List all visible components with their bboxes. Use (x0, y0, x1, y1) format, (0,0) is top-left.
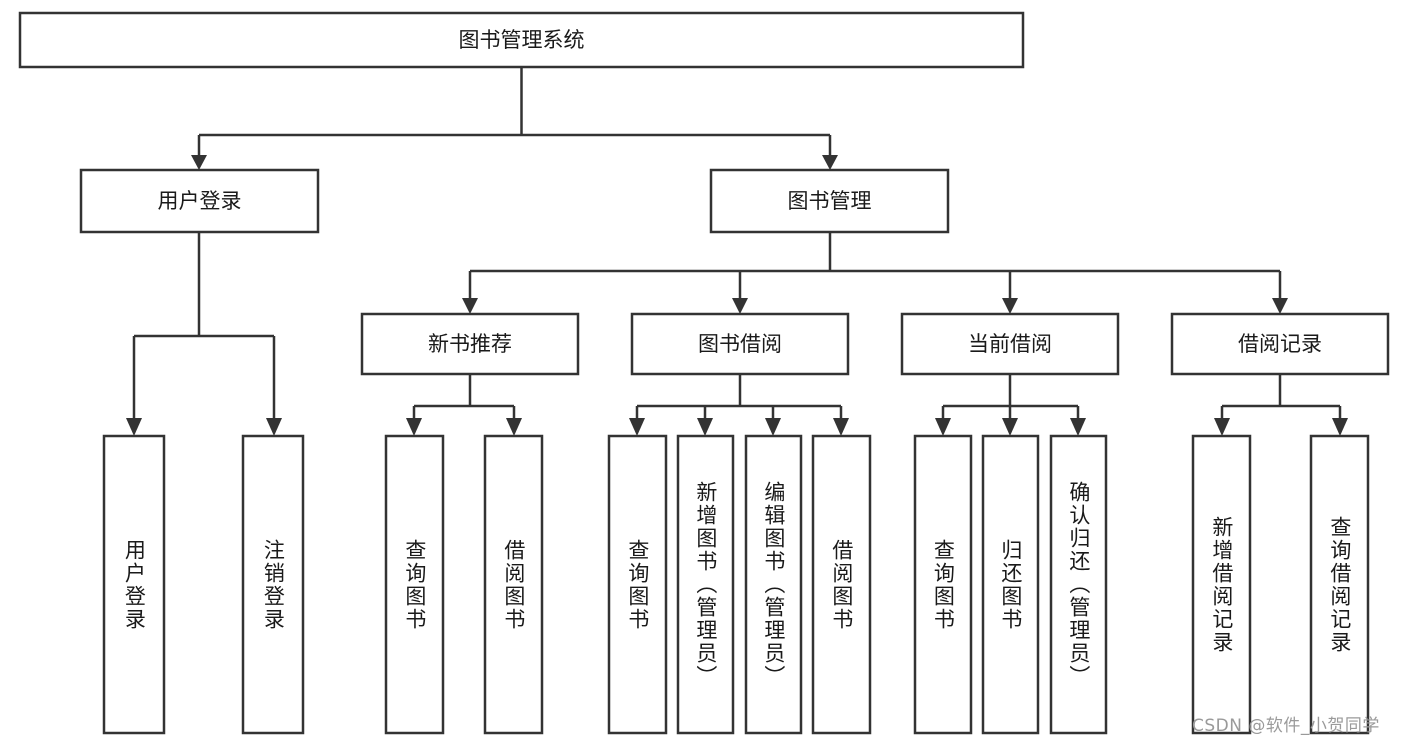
arrow-root-to-user-login-icon (191, 155, 207, 170)
node-book-manage-label: 图书管理 (788, 189, 872, 213)
node-leaf-confirm-return-box[interactable] (1049, 434, 1108, 735)
node-leaf-logout-login-box[interactable] (241, 434, 305, 735)
node-leaf-query-book-3-box[interactable] (913, 434, 973, 735)
node-current-borrow-box[interactable] (900, 312, 1120, 376)
arrow-bb-to-leaf1-icon (629, 418, 645, 436)
leaf-boxes (102, 434, 1370, 735)
node-book-borrow-box[interactable] (630, 312, 850, 376)
node-leaf-query-book-2-box[interactable] (607, 434, 668, 735)
node-borrow-record[interactable]: 借阅记录 (1170, 312, 1390, 376)
arrow-nbr-to-leaf1-icon (406, 418, 422, 436)
arrow-bb-to-leaf4-icon (833, 418, 849, 436)
node-leaf-query-book-1-box[interactable] (384, 434, 445, 735)
node-new-book-rec[interactable]: 新书推荐 (360, 312, 580, 376)
node-leaf-borrow-book-1-box[interactable] (483, 434, 544, 735)
arrow-cb-to-leaf1-icon (935, 418, 951, 436)
node-leaf-borrow-book-2-box[interactable] (811, 434, 872, 735)
arrow-root-to-book-manage-icon (822, 155, 838, 170)
arrow-bm-to-book-borrow-icon (732, 298, 748, 314)
node-book-borrow-label: 图书借阅 (698, 332, 782, 356)
node-book-borrow[interactable]: 图书借阅 (630, 312, 850, 376)
connector-group-root (191, 67, 838, 170)
node-book-manage-box[interactable] (709, 168, 950, 234)
node-user-login-label: 用户登录 (158, 189, 242, 213)
node-borrow-record-label: 借阅记录 (1238, 332, 1322, 356)
arrow-br-to-leaf2-icon (1332, 418, 1348, 436)
arrow-cb-to-leaf3-icon (1070, 418, 1086, 436)
connector-group-book-manage (462, 232, 1288, 314)
arrow-bb-to-leaf2-icon (697, 418, 713, 436)
arrow-ul-to-leaf2-icon (266, 418, 282, 436)
arrow-cb-to-leaf2-icon (1002, 418, 1018, 436)
node-leaf-edit-book-box[interactable] (744, 434, 803, 735)
node-borrow-record-box[interactable] (1170, 312, 1390, 376)
arrow-bm-to-current-borrow-icon (1002, 298, 1018, 314)
node-current-borrow[interactable]: 当前借阅 (900, 312, 1120, 376)
watermark-text: CSDN @软件_小贺同学 (1192, 716, 1380, 736)
node-new-book-rec-box[interactable] (360, 312, 580, 376)
node-new-book-rec-label: 新书推荐 (428, 332, 512, 356)
node-leaf-add-book-box[interactable] (676, 434, 735, 735)
node-book-manage[interactable]: 图书管理 (709, 168, 950, 234)
node-root-box[interactable] (18, 11, 1025, 69)
arrow-nbr-to-leaf2-icon (506, 418, 522, 436)
node-leaf-query-record-box[interactable] (1309, 434, 1370, 735)
node-current-borrow-label: 当前借阅 (968, 332, 1052, 356)
connector-group-book-borrow (629, 374, 849, 436)
arrow-bb-to-leaf3-icon (765, 418, 781, 436)
connector-group-user-login (126, 232, 282, 436)
node-leaf-return-book-box[interactable] (981, 434, 1040, 735)
connector-group-new-book-rec (406, 374, 522, 436)
node-root-label: 图书管理系统 (459, 28, 585, 52)
node-leaf-add-record-box[interactable] (1191, 434, 1252, 735)
arrow-bm-to-new-book-icon (462, 298, 478, 314)
arrow-ul-to-leaf1-icon (126, 418, 142, 436)
connector-group-borrow-record (1214, 374, 1348, 436)
node-user-login-box[interactable] (79, 168, 320, 234)
node-user-login[interactable]: 用户登录 (79, 168, 320, 234)
connector-group-current-borrow (935, 374, 1086, 436)
node-leaf-user-login-box[interactable] (102, 434, 166, 735)
arrow-br-to-leaf1-icon (1214, 418, 1230, 436)
arrow-bm-to-borrow-record-icon (1272, 298, 1288, 314)
node-root[interactable]: 图书管理系统 (18, 11, 1025, 69)
